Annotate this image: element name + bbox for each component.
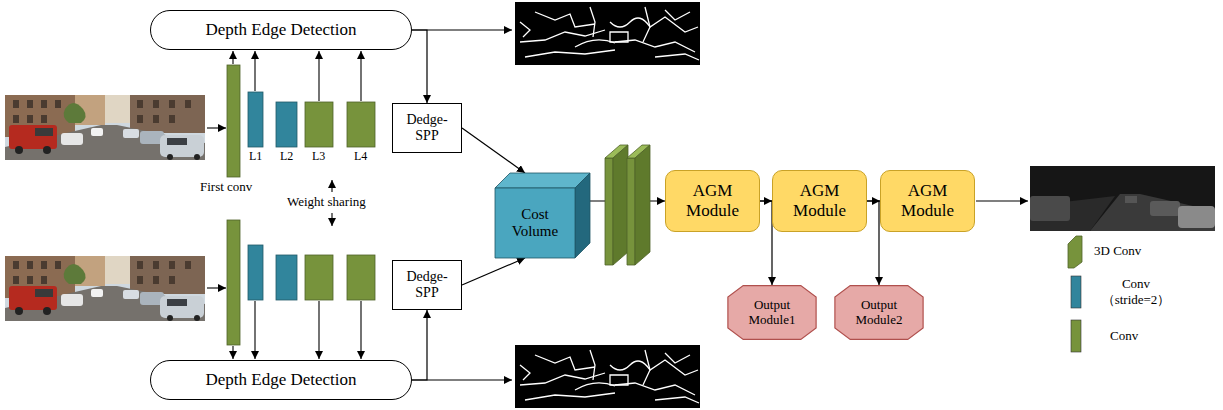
connector-arrow [760,201,772,285]
agm-module-box: AGM Module [665,170,760,232]
agm-module-box: AGM Module [772,170,867,232]
dedge-spp-box: Dedge-SPP [392,260,462,310]
legend-swatch [1071,320,1081,352]
layer-label: L2 [280,150,293,164]
connector-arrow [867,201,879,285]
depth-edge-detection-box: Depth Edge Detection [150,10,412,50]
legend-label: 3D Conv [1094,243,1141,259]
3d-conv-slabs [605,145,650,265]
connector-arrow [462,128,525,173]
dedge-spp-box: Dedge-SPP [392,103,462,153]
node-label: AGM Module [784,181,856,220]
layer-label: L4 [354,150,367,164]
annotation-label: Weight sharing [287,195,366,210]
conv-bars-bottom [227,220,375,345]
disparity-output-image [1030,166,1215,231]
cost-volume-cube: Cost Volume [495,173,590,258]
right-image [5,256,205,321]
output-module-octagon: Output Module1 [727,285,817,340]
node-label: Cost Volume [503,206,567,241]
legend-label: Conv （stride=2） [1090,276,1182,307]
connector-arrow [412,30,427,103]
legend-label: Conv [1110,328,1138,344]
feature-arrows [207,30,1028,380]
output-module-octagon: Output Module2 [834,285,924,340]
agm-module-box: AGM Module [880,170,975,232]
left-image [5,95,205,160]
depth-edge-detection-box: Depth Edge Detection [150,360,412,400]
connector-arrow [412,310,427,380]
node-label: Output Module2 [849,298,909,328]
node-label: Depth Edge Detection [205,370,356,390]
node-label: Depth Edge Detection [205,20,356,40]
node-label: Output Module1 [742,298,802,328]
legend-swatch [1068,236,1082,268]
conv-bars-top [227,65,375,177]
edge-map-image [515,2,700,65]
layer-label: L1 [249,150,262,164]
node-label: AGM Module [892,181,964,220]
legend-swatch [1071,276,1081,308]
connector-arrow [462,258,525,285]
layer-label: First conv [200,180,252,195]
node-label: Dedge-SPP [401,112,453,144]
node-label: Dedge-SPP [401,269,453,301]
node-label: AGM Module [677,181,749,220]
edge-map-image [515,345,700,408]
layer-label: L3 [312,150,325,164]
